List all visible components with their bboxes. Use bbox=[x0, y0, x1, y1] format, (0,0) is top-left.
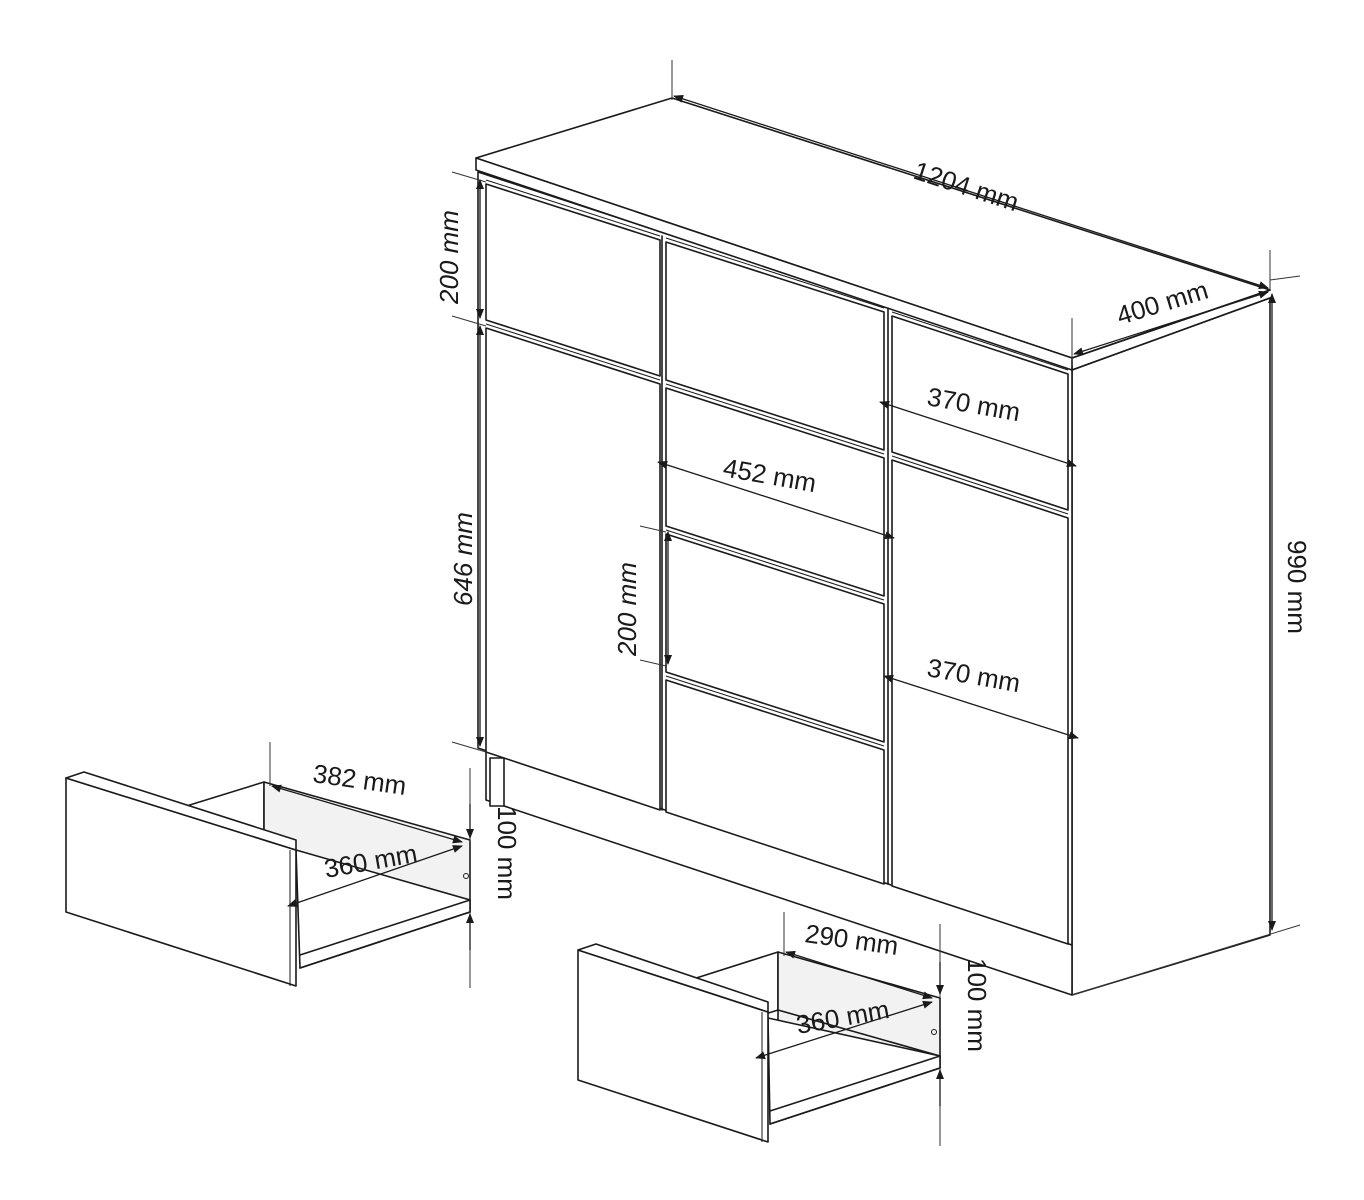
right-drawer-side-height-label: 100 mm bbox=[962, 958, 992, 1052]
top-drawer-height-label: 200 mm bbox=[434, 210, 464, 305]
left-drawer-depth-label: 382 mm bbox=[311, 758, 408, 801]
left-door-height-label: 646 mm bbox=[448, 512, 478, 606]
left-drawer-depth-line bbox=[271, 784, 463, 844]
left-door-handle bbox=[485, 323, 661, 381]
center-drawer-2-handle bbox=[665, 383, 885, 455]
cabinet-right-side bbox=[1071, 297, 1271, 996]
right-drawer-depth-line bbox=[785, 950, 933, 1000]
right-door bbox=[891, 459, 1069, 945]
center-drawer-3-handle bbox=[665, 529, 885, 601]
depth-dimension-line bbox=[1073, 290, 1269, 356]
left-top-drawer-front bbox=[485, 183, 661, 377]
right-top-drawer-width-line bbox=[879, 400, 1077, 468]
center-drawer-width-line bbox=[657, 460, 895, 540]
left-drawer-screw-icon bbox=[463, 873, 469, 879]
center-drawer-height-label: 200 mm bbox=[612, 562, 642, 657]
right-drawer-inner-width-line bbox=[755, 1000, 933, 1060]
center-drawer-4 bbox=[665, 679, 885, 885]
cabinet-body bbox=[475, 97, 1271, 996]
left-drawer-side-height-label: 100 mm bbox=[492, 806, 522, 900]
left-drawer-inner-width-line bbox=[287, 845, 463, 907]
right-top-drawer-handle bbox=[891, 311, 1069, 371]
left-door bbox=[485, 327, 661, 811]
left-top-drawer-handle bbox=[485, 179, 661, 237]
right-door-width-line bbox=[883, 674, 1079, 740]
front-left-leg bbox=[489, 757, 505, 807]
height-label: 990 mm bbox=[1282, 540, 1312, 634]
left-drawer-detail: 382 mm 360 mm 100 mm bbox=[65, 742, 522, 988]
width-dimension-line bbox=[673, 94, 1269, 290]
center-drawer-4-handle bbox=[665, 675, 885, 747]
right-drawer-detail: 290 mm 360 mm 100 mm bbox=[577, 912, 992, 1146]
